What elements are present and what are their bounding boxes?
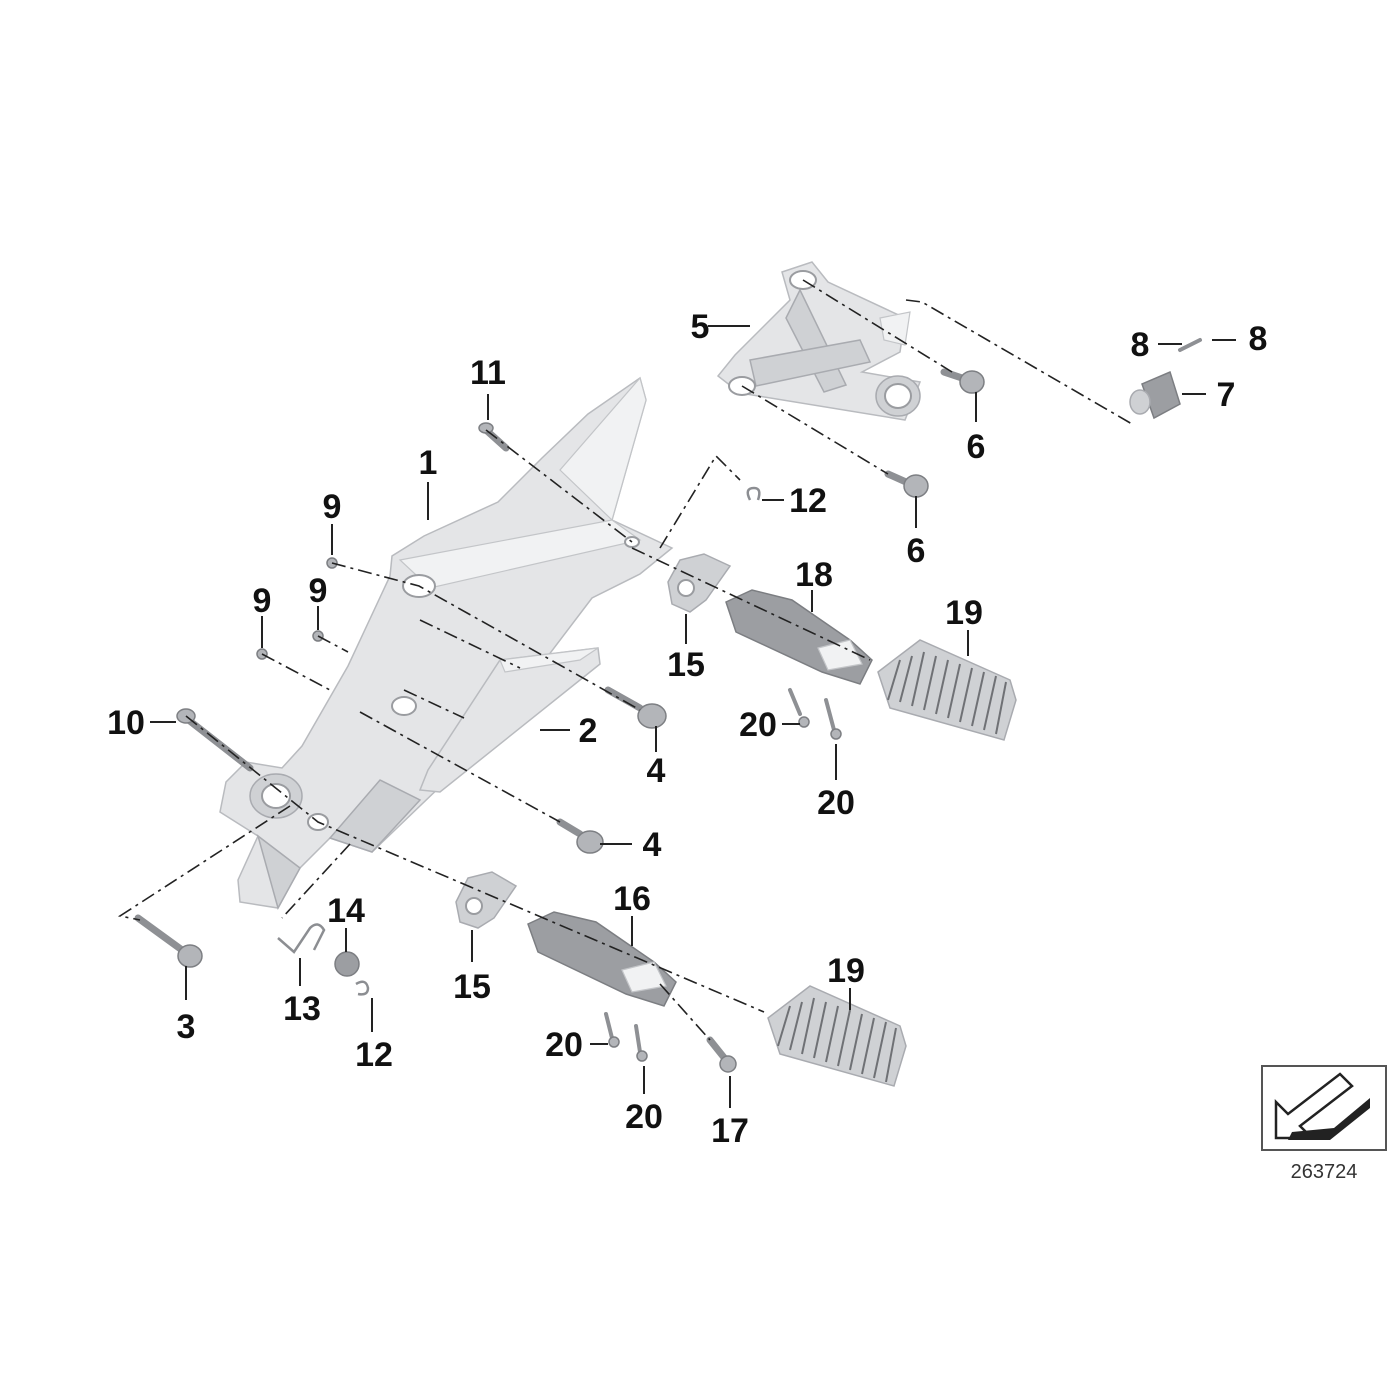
callout-14: 14 <box>327 892 365 930</box>
bracket-part-5 <box>716 261 922 421</box>
callout-4-upper: 4 <box>647 752 666 790</box>
cap-part-7 <box>1129 370 1181 420</box>
leader-lines <box>150 325 1236 1108</box>
callout-4-lower: 4 <box>643 826 662 864</box>
callout-17: 17 <box>711 1112 749 1150</box>
footrest-part-19-upper <box>877 639 1017 741</box>
callout-15-lower: 15 <box>453 968 491 1006</box>
main-bracket-part-1 <box>219 376 674 910</box>
diagram-reference-number: 263724 <box>1291 1161 1358 1183</box>
callout-19-upper: 19 <box>945 594 983 632</box>
cover-plate-part-2 <box>418 647 601 793</box>
callout-6-upper: 6 <box>967 428 986 466</box>
fasteners <box>134 338 1202 1073</box>
callout-3: 3 <box>177 1008 196 1046</box>
callout-8-left: 8 <box>1131 326 1150 364</box>
callout-19-lower: 19 <box>827 952 865 990</box>
callout-20-upper-right: 20 <box>817 784 855 822</box>
callout-20-lower-left: 20 <box>545 1026 583 1064</box>
footrest-part-19-lower <box>767 985 907 1087</box>
orientation-arrow-box <box>1261 1065 1387 1151</box>
spring-clips <box>277 486 761 996</box>
bushing-part-15-lower <box>455 871 518 929</box>
callout-12-upper: 12 <box>789 482 827 520</box>
callout-9-top: 9 <box>323 488 342 526</box>
callout-18: 18 <box>795 556 833 594</box>
assembly-lines <box>117 279 1133 1041</box>
callout-20-lower-right: 20 <box>625 1098 663 1136</box>
callout-6-lower: 6 <box>907 532 926 570</box>
direction-arrow-icon <box>1274 1072 1354 1140</box>
footpeg-holder-part-18 <box>725 589 873 685</box>
callout-20-upper-left: 20 <box>739 706 777 744</box>
callout-15-upper: 15 <box>667 646 705 684</box>
bushing-part-15-upper <box>667 553 732 613</box>
callout-2: 2 <box>579 712 598 750</box>
callout-8-right: 8 <box>1249 320 1268 358</box>
callout-11: 11 <box>470 354 506 392</box>
callout-12-lower: 12 <box>355 1036 393 1074</box>
callout-13: 13 <box>283 990 321 1028</box>
callout-9-middle: 9 <box>309 572 328 610</box>
callout-5: 5 <box>691 308 710 346</box>
callout-1: 1 <box>419 444 438 482</box>
callout-7: 7 <box>1217 376 1236 414</box>
footpeg-holder-part-16 <box>527 911 677 1007</box>
callout-labels: 1 2 3 4 4 5 6 6 7 8 8 9 9 9 10 11 12 12 … <box>107 308 1267 1150</box>
callout-10: 10 <box>107 704 145 742</box>
callout-9-left: 9 <box>253 582 272 620</box>
callout-16: 16 <box>613 880 651 918</box>
